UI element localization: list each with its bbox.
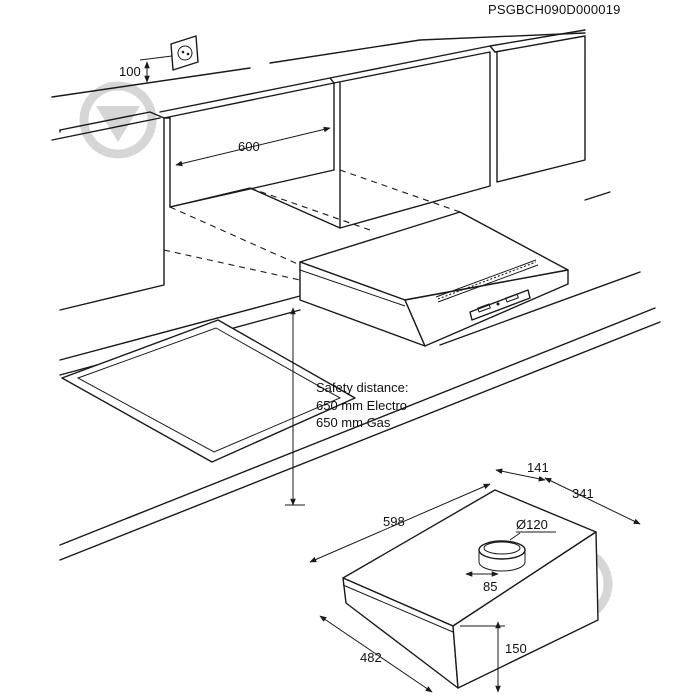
wall-cabinets xyxy=(51,29,586,311)
safety-distance-electro: 650 mm Electro xyxy=(316,398,407,413)
worktop xyxy=(59,191,661,561)
dim-141-label: 141 xyxy=(527,460,549,475)
outlet-diameter-label: Ø120 xyxy=(516,517,548,532)
document-code: PSGBCH090D000019 xyxy=(488,2,621,17)
dim-598-label: 598 xyxy=(383,514,405,529)
cooktop xyxy=(61,319,356,463)
watermark-logo-icon xyxy=(79,81,157,159)
cooker-hood-installed xyxy=(299,211,569,347)
socket-icon xyxy=(170,35,199,71)
safety-distance-title: Safety distance: xyxy=(316,380,409,395)
dim-150-label: 150 xyxy=(505,641,527,656)
safety-distance-gas: 650 mm Gas xyxy=(316,415,391,430)
outlet-offset-label: 85 xyxy=(483,579,497,594)
socket-height-label: 100 xyxy=(119,64,141,79)
cabinet-width-label: 600 xyxy=(238,139,260,154)
dim-482-label: 482 xyxy=(360,650,382,665)
dim-341-label: 341 xyxy=(572,486,594,501)
